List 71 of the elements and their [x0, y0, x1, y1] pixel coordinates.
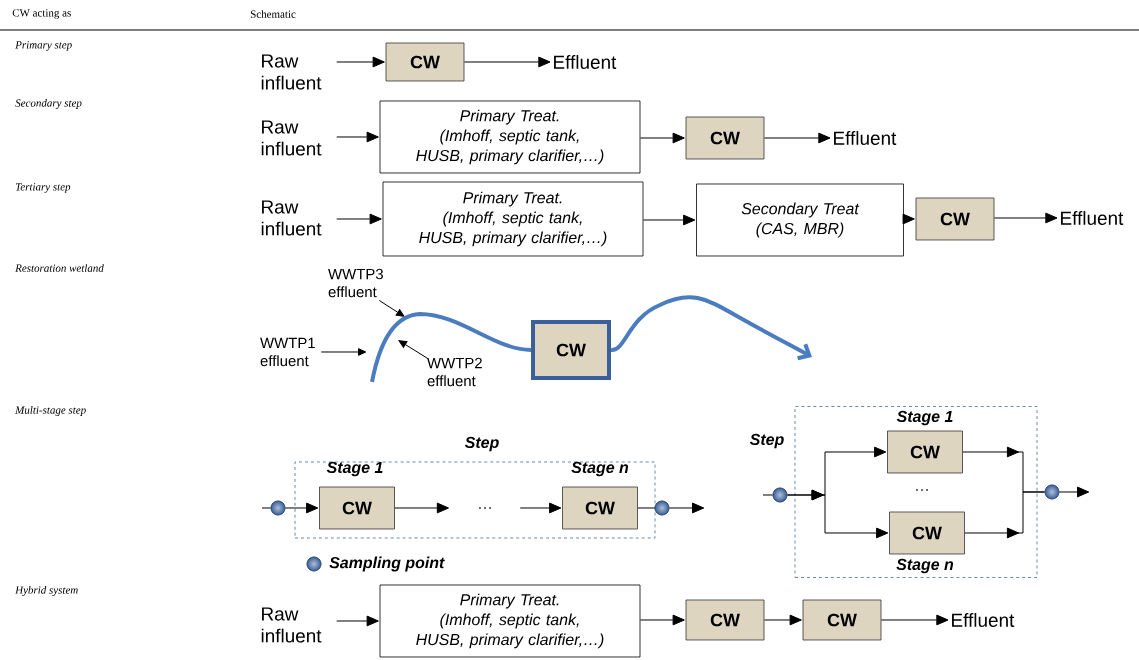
cw-box: CW [889, 511, 965, 555]
row-label: Multi-stage step [15, 406, 86, 416]
arrow [639, 132, 685, 144]
row-label: Primary step [15, 41, 72, 51]
treatment-box: Primary Treat. (Imhoff, septic tank, HUSB, primary clarifier,…) [379, 584, 641, 658]
arrow [336, 615, 379, 627]
stage-label: Stage n [571, 461, 629, 477]
arrow [763, 132, 831, 144]
flow-label: Raw influent [261, 54, 322, 90]
arrow [880, 614, 949, 626]
flow-label: Effluent [554, 55, 617, 69]
arrow [285, 502, 319, 514]
arrow [336, 213, 382, 225]
column-header: Schematic [250, 10, 296, 18]
group-label: Step [464, 436, 499, 452]
group-label: Step [749, 433, 784, 449]
cw-box: CW [887, 430, 963, 474]
leader-line [320, 348, 367, 356]
cw-box: CW [685, 116, 765, 160]
treatment-box: Secondary Treat (CAS, MBR) [696, 183, 904, 257]
stage-label: Stage 1 [326, 461, 383, 477]
cw-box: CW [685, 599, 765, 641]
row-label: Hybrid system [15, 586, 78, 596]
column-header: CW acting as [12, 9, 71, 19]
flow-label: WWTP1 effluent [260, 337, 315, 367]
flow-label: Effluent [952, 613, 1015, 627]
cw-box: CW [319, 486, 395, 530]
ellipsis: … [479, 507, 491, 509]
arrow [394, 502, 450, 514]
arrow [669, 502, 705, 514]
sampling-point-marker [772, 487, 788, 503]
sampling-point-marker [270, 500, 286, 516]
leader-line [378, 299, 405, 317]
cw-box: CW [385, 42, 465, 82]
sampling-point-marker [1044, 484, 1060, 500]
flow-label: Effluent [1061, 211, 1124, 225]
flow-label: WWTP3 effluent [328, 268, 383, 298]
flow-label: Raw influent [261, 607, 322, 643]
row-label: Restoration wetland [15, 264, 104, 272]
flow-label: Raw influent [261, 120, 322, 156]
stage-label: Stage 1 [896, 410, 953, 426]
arrow [463, 56, 551, 68]
flow-label: Raw influent [261, 200, 322, 236]
legend-label: Sampling point [329, 556, 445, 572]
arrow [993, 212, 1058, 224]
arrow [642, 214, 696, 226]
treatment-box: Primary Treat. (Imhoff, septic tank, HUSB, primary clarifier,…) [382, 181, 644, 257]
arrow [336, 56, 385, 68]
arrow [763, 614, 802, 626]
arrow [964, 491, 1045, 539]
river-line [610, 295, 812, 361]
sampling-point-marker [654, 500, 670, 516]
row-label: Tertiary step [15, 183, 71, 193]
arrow [519, 502, 562, 514]
arrow [787, 489, 889, 539]
arrow [902, 213, 915, 225]
cw-box: CW [562, 486, 638, 530]
treatment-box: Primary Treat. (Imhoff, septic tank, HUSB, primary clarifier,…) [379, 100, 641, 174]
flow-label: WWTP2 effluent [427, 357, 482, 387]
arrow [639, 614, 685, 626]
cw-box: CW [915, 197, 995, 241]
leader-line [398, 340, 429, 360]
arrow [1059, 486, 1090, 498]
river-line [370, 312, 532, 383]
cw-box: CW [531, 320, 611, 380]
arrow [336, 131, 379, 143]
row-label: Secondary step [15, 99, 82, 109]
stage-label: Stage n [896, 558, 954, 574]
flow-label: Effluent [834, 131, 897, 145]
cw-box: CW [802, 599, 882, 641]
ellipsis: … [916, 489, 928, 491]
